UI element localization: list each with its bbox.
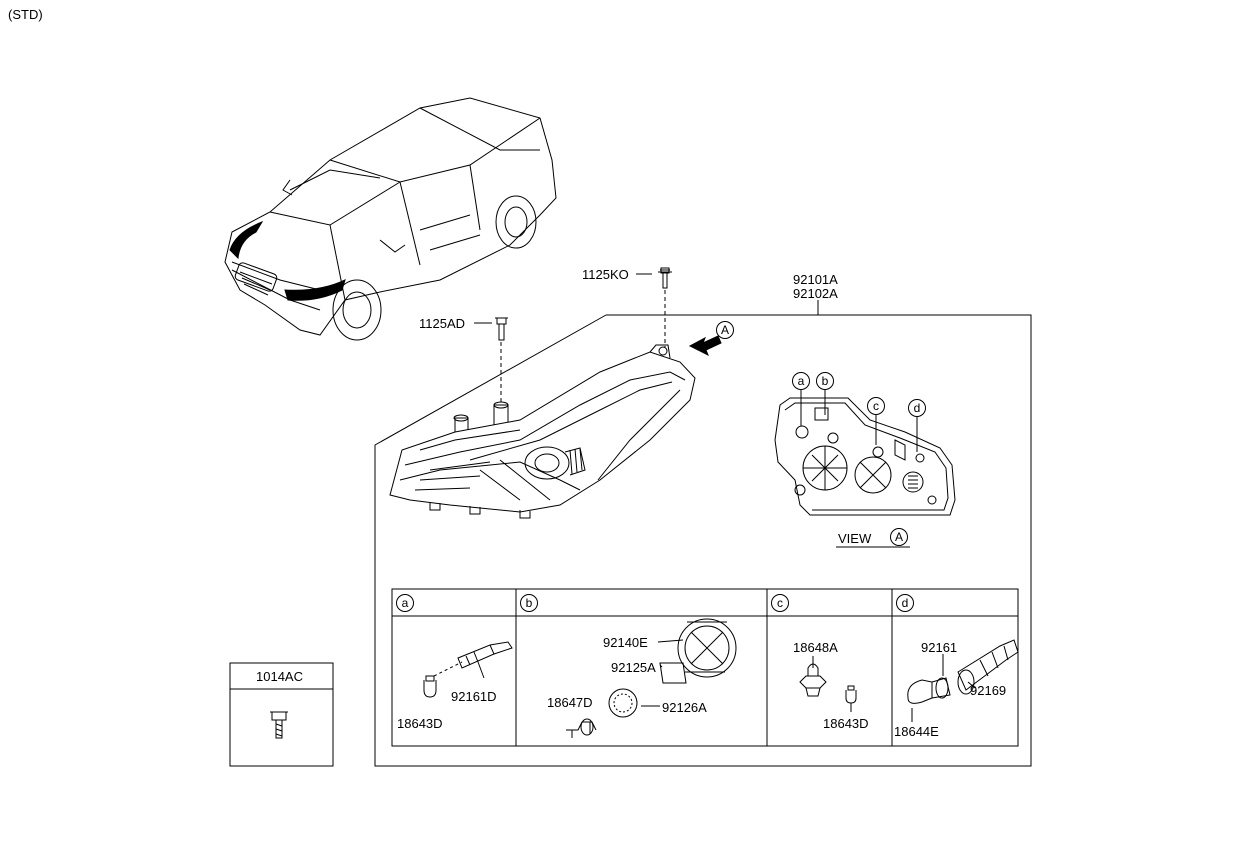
assembly-part-rh: 92102A [793, 286, 838, 301]
bolt-1014ac-drawing [270, 711, 288, 739]
view-caption: VIEW [838, 531, 872, 546]
detail-a-header: a [396, 594, 414, 612]
variant-label: (STD) [8, 7, 43, 22]
fastener-upper-label: 1125KO [582, 267, 629, 282]
part-92161d-label: 92161D [451, 689, 497, 704]
view-caption-marker: A [890, 528, 908, 546]
car-illustration [224, 97, 557, 341]
assembly-part-lh: 92101A [793, 272, 838, 287]
part-92125a-label: 92125A [611, 660, 656, 675]
callout-b: b [816, 372, 834, 390]
part-92161-label: 92161 [921, 640, 958, 655]
detail-c-header: c [771, 594, 789, 612]
callout-a: a [792, 372, 810, 390]
detail-b-header: b [520, 594, 538, 612]
view-a-marker: A [716, 321, 734, 339]
part-18643d-a-label: 18643D [397, 716, 443, 731]
part-18643d-c-label: 18643D [823, 716, 869, 731]
part-18648a-label: 18648A [793, 640, 838, 655]
callout-c: c [867, 397, 885, 415]
side-part-label: 1014AC [256, 669, 303, 684]
detail-d-drawing [907, 639, 1019, 722]
detail-b-drawing [566, 618, 737, 738]
part-18644e-label: 18644E [894, 724, 939, 739]
callout-d: d [908, 399, 926, 417]
part-92140e-label: 92140E [603, 635, 648, 650]
view-a-illustration [774, 389, 956, 516]
detail-c-drawing [799, 656, 857, 712]
detail-a-drawing [423, 641, 513, 698]
detail-d-header: d [896, 594, 914, 612]
headlamp-illustration [389, 344, 696, 519]
part-18647d-label: 18647D [547, 695, 593, 710]
part-92126a-label: 92126A [662, 700, 707, 715]
fastener-lower-label: 1125AD [419, 316, 466, 331]
part-92169-label: 92169 [970, 683, 1007, 698]
